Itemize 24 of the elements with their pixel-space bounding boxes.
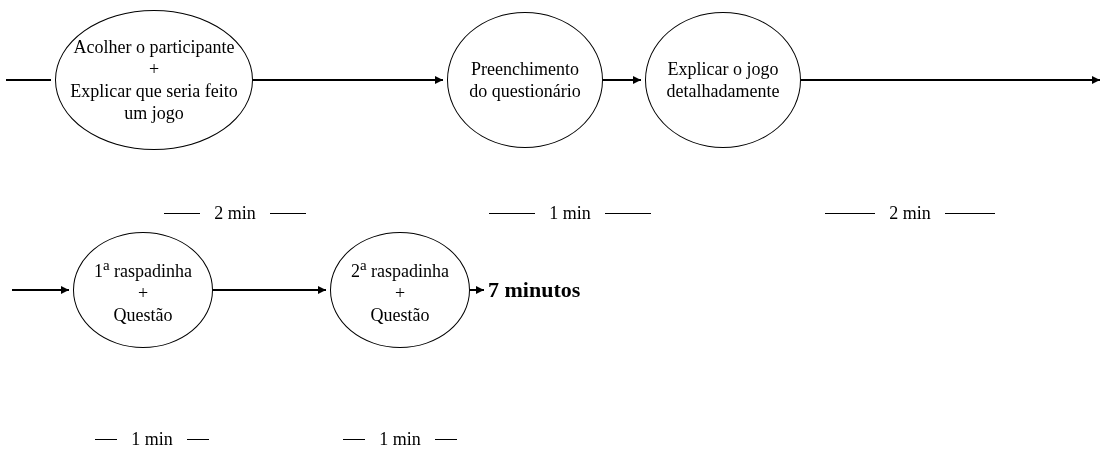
duration-label: 2 min — [889, 203, 931, 224]
node-text: + — [148, 58, 160, 80]
node-text: 2$^{a}$ raspadinha — [350, 256, 450, 282]
arrow — [602, 76, 642, 84]
node-text: Explicar o jogo detalhadamente — [665, 58, 781, 102]
node-text: Preenchimento do questionário — [468, 58, 582, 102]
arrow — [11, 286, 70, 294]
duration-label: 1 min — [549, 203, 591, 224]
connector-line — [5, 79, 52, 81]
arrow — [252, 76, 444, 84]
node-text: + — [137, 282, 149, 304]
arrow — [800, 76, 1101, 84]
node-text: Questão — [370, 304, 430, 326]
node-text: Acolher o participante — [73, 36, 235, 58]
node-text: + — [394, 282, 406, 304]
node-text: Questão — [113, 304, 173, 326]
total-time-text: 7 minutos — [488, 277, 581, 303]
duration-label: 2 min — [214, 203, 256, 224]
duration-label: 1 min — [131, 429, 173, 450]
duration-label: 1 min — [379, 429, 421, 450]
node-text: Explicar que seria feito um jogo — [70, 80, 238, 124]
node-text: 1$^{a}$ raspadinha — [93, 256, 193, 282]
arrow — [469, 286, 485, 294]
arrow — [212, 286, 327, 294]
